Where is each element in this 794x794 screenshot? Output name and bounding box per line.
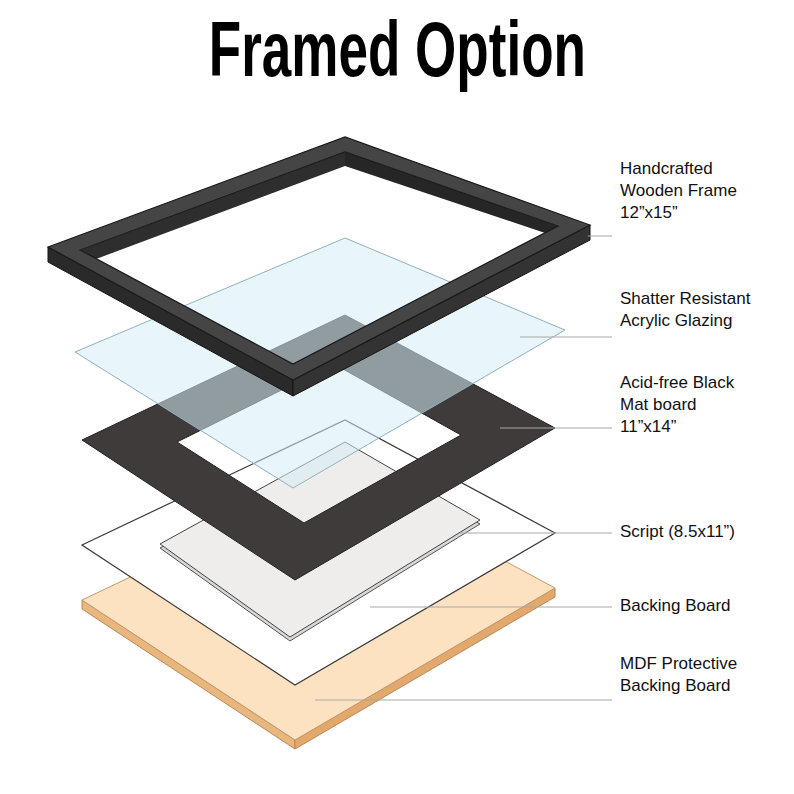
part-label: Backing Board [620,595,780,617]
leader-lines [315,236,612,700]
leader-line [315,700,612,701]
frame-top-face [48,137,590,380]
leader-line [588,236,612,237]
part-label: MDF Protective Backing Board [620,653,770,697]
frame-front-face [48,247,293,396]
frame-front-face [293,225,590,396]
leader-line [460,533,612,534]
part-label: Shatter Resistant Acrylic Glazing [620,288,770,332]
page-title: Framed Option [208,10,585,88]
leader-line [500,428,612,429]
part-label: Script (8.5x11”) [620,521,780,543]
frame-inner-wall [80,152,345,262]
frame-inner-wall [345,152,558,234]
leader-line [370,607,612,608]
part-label: Handcrafted Wooden Frame 12”x15” [620,158,770,224]
leader-line [520,337,612,338]
part-label: Acid-free Black Mat board 11”x14” [620,372,752,438]
